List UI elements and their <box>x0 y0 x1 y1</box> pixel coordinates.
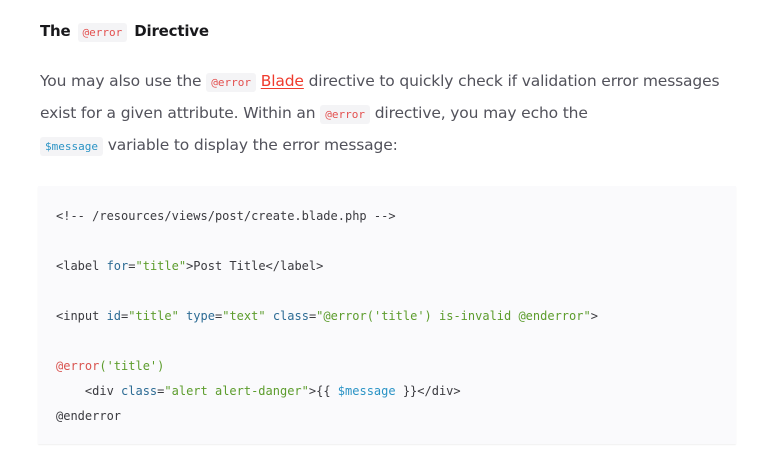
code-attr: class <box>121 384 158 398</box>
code-tag: >Post Title</label> <box>186 259 324 273</box>
code-tag: <input <box>56 309 107 323</box>
code-tag: }}</div> <box>395 384 461 398</box>
code-tag: <div <box>84 384 122 398</box>
blade-link[interactable]: Blade <box>260 72 304 90</box>
heading-code: @error <box>77 23 128 42</box>
code-eq: = <box>157 384 165 398</box>
code-attr: for <box>106 259 129 273</box>
code-tag: <label <box>56 259 107 273</box>
code-string: "alert alert-danger" <box>164 384 309 398</box>
code-line-blank <box>56 279 598 304</box>
inline-code-error: @error <box>206 73 256 92</box>
code-line-comment: <!-- /resources/views/post/create.blade.… <box>56 204 598 229</box>
code-tag: > <box>590 309 598 323</box>
paragraph-text: directive to quickly check if validation… <box>40 72 720 122</box>
code-eq: = <box>214 309 223 323</box>
code-space <box>266 309 273 323</box>
code-block: <!-- /resources/views/post/create.blade.… <box>38 186 736 444</box>
code-space <box>179 309 186 323</box>
code-string: "text" <box>222 309 266 323</box>
paragraph-text: directive, you may echo the <box>369 104 588 122</box>
code-directive-end: @enderror <box>56 409 122 423</box>
code-eq: = <box>121 309 129 323</box>
code-string: "title" <box>128 309 179 323</box>
code-attr: class <box>272 309 309 323</box>
code-line-div: <div class="alert alert-danger">{{ $mess… <box>56 379 598 404</box>
code-indent <box>56 384 85 398</box>
code-string: "title" <box>135 259 187 273</box>
inline-code-error: @error <box>320 105 370 124</box>
code-line-blank <box>56 229 598 254</box>
code-string: "@error('title') is-invalid @enderror" <box>316 309 591 323</box>
section-heading: The @error Directive <box>40 19 209 45</box>
heading-prefix: The <box>40 22 71 40</box>
code-comment: <!-- /resources/views/post/create.blade.… <box>56 209 396 223</box>
code-line-label: <label for="title">Post Title</label> <box>56 254 598 279</box>
code-eq: = <box>308 309 317 323</box>
code-attr: id <box>106 309 122 323</box>
inline-code-message: $message <box>40 137 103 156</box>
description-paragraph: You may also use the @error Blade direct… <box>40 66 740 162</box>
code-line-enderror: @enderror <box>56 404 598 429</box>
code-line-input: <input id="title" type="text" class="@er… <box>56 304 598 329</box>
code-variable: $message <box>337 384 396 398</box>
code-attr: type <box>186 309 215 323</box>
code-line-blank <box>56 329 598 354</box>
heading-suffix: Directive <box>134 22 209 40</box>
paragraph-text: You may also use the <box>40 72 207 90</box>
code-eq: = <box>128 259 136 273</box>
code-content: <!-- /resources/views/post/create.blade.… <box>56 204 598 429</box>
paragraph-text: variable to display the error message: <box>102 136 398 154</box>
code-directive: @error <box>56 359 100 373</box>
code-line-error-open: @error('title') <box>56 354 598 379</box>
code-string: ('title') <box>99 359 165 373</box>
code-tag: >{{ <box>308 384 338 398</box>
